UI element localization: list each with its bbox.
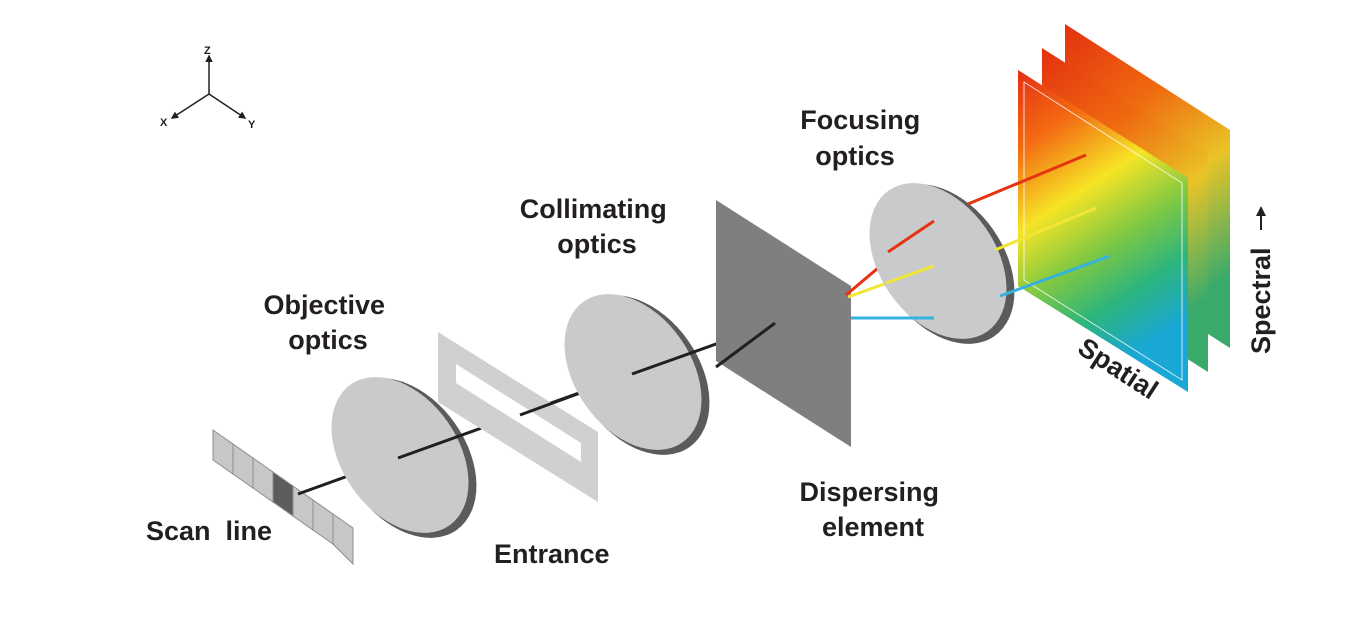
axis-triad: Z X Y (160, 45, 256, 131)
yellow-ray (994, 206, 1097, 252)
scan-cell (212, 429, 234, 475)
scan-line-strip (212, 429, 354, 566)
scan-cell-active (272, 471, 294, 517)
yellow-ray (885, 264, 935, 285)
y-axis-label: Y (248, 119, 256, 131)
entrance-slit (438, 332, 598, 502)
spectral-image-stack (1018, 24, 1230, 392)
scan-cell (232, 443, 254, 489)
spectral-axis: Spectral (1246, 206, 1276, 354)
optical-axis-beam (715, 321, 776, 369)
spectral-plane-front (1018, 70, 1188, 392)
blue-ray (999, 254, 1111, 298)
entrance-label: Entrance (494, 539, 610, 569)
objective-lens (331, 377, 477, 538)
scan-line-label: Scan line (146, 516, 272, 546)
scan-cell (252, 457, 274, 503)
red-ray (887, 219, 935, 254)
red-ray (967, 153, 1087, 206)
y-axis-arrow (208, 93, 247, 119)
dispersing-element-label: Dispersing element (799, 477, 946, 542)
focusing-optics-label: Focusing optics (800, 105, 928, 171)
x-axis-arrow (170, 93, 210, 119)
focusing-lens (869, 183, 1015, 344)
scan-cell (332, 513, 354, 566)
scan-cell (312, 499, 334, 545)
z-axis-label: Z (204, 45, 211, 57)
collimating-lens (564, 294, 710, 455)
objective-optics-label: Objective optics (263, 290, 392, 355)
collimating-optics-label: Collimating optics (520, 194, 675, 259)
dispersing-element (716, 200, 851, 447)
x-axis-label: X (160, 117, 168, 129)
spectral-label: Spectral (1246, 247, 1276, 354)
